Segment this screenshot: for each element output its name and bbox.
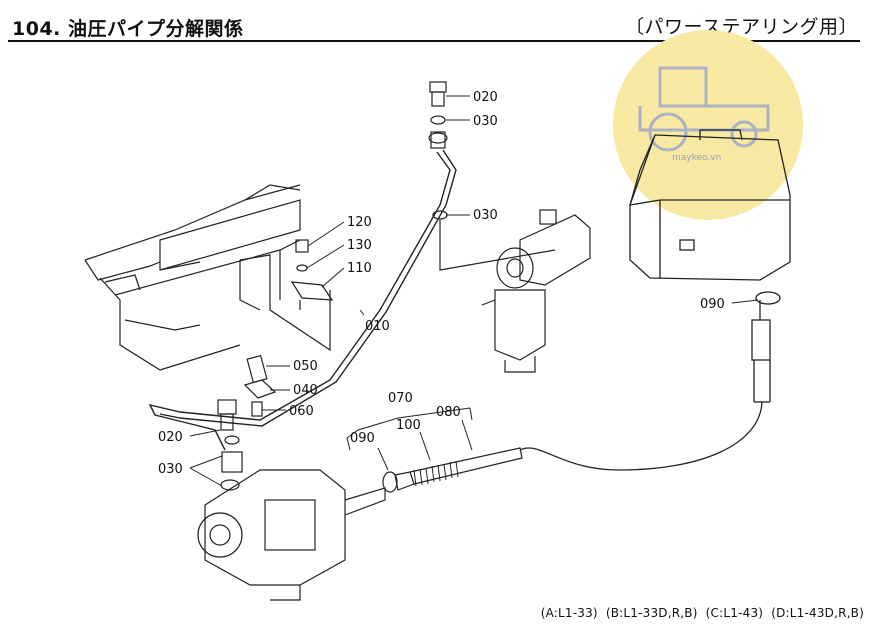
callout-030-top: 030 xyxy=(473,114,498,129)
page-title: 104. 油圧パイプ分解関係 xyxy=(12,18,244,40)
pipe-010 xyxy=(148,149,457,451)
callout-070: 070 xyxy=(388,391,413,406)
callout-050: 050 xyxy=(293,359,318,374)
callout-030-bottom: 030 xyxy=(158,462,183,477)
callout-020-top: 020 xyxy=(473,90,498,105)
washer-top-b xyxy=(428,132,448,144)
washer-top-a xyxy=(430,115,446,125)
suction-hose xyxy=(382,447,523,493)
callout-040: 040 xyxy=(293,383,318,398)
title-rule xyxy=(8,40,860,42)
pipe-clip-assembly xyxy=(243,354,277,417)
model-tag: 〔パワーステアリング用〕 xyxy=(624,16,858,38)
callout-120: 120 xyxy=(347,215,372,230)
model-c: (C:L1-43) xyxy=(705,606,764,620)
applicable-models: (A:L1-33) (B:L1-33D,R,B) (C:L1-43) (D:L1… xyxy=(537,606,864,620)
banjo-bolt-bottom xyxy=(217,399,243,491)
watermark-text: maykeo.vn xyxy=(672,153,721,163)
pump-unit xyxy=(481,209,591,373)
return-hose xyxy=(519,291,781,471)
callout-030-mid: 030 xyxy=(473,208,498,223)
callout-080: 080 xyxy=(436,405,461,420)
washer-bottom-a xyxy=(224,435,240,445)
tractor-icon xyxy=(638,66,770,152)
callout-090-left: 090 xyxy=(350,431,375,446)
model-d: (D:L1-43D,R,B) xyxy=(771,606,864,620)
hose-clamp-left xyxy=(382,471,398,493)
callout-010: 010 xyxy=(365,319,390,334)
hose-spring xyxy=(413,460,459,487)
callout-leaders xyxy=(189,95,759,487)
callout-100: 100 xyxy=(396,418,421,433)
callout-090-right: 090 xyxy=(700,297,725,312)
callout-060: 060 xyxy=(289,404,314,419)
oil-tank xyxy=(629,129,791,281)
callout-130: 130 xyxy=(347,238,372,253)
callout-020-bottom: 020 xyxy=(158,430,183,445)
watermark: maykeo.vn xyxy=(613,30,803,220)
hydraulic-pump xyxy=(197,469,386,601)
clamp-assembly xyxy=(290,239,334,310)
frame-bracket xyxy=(84,184,331,371)
callout-110: 110 xyxy=(347,261,372,276)
model-a: (A:L1-33) xyxy=(540,606,598,620)
banjo-bolt-top xyxy=(428,81,556,271)
model-b: (B:L1-33D,R,B) xyxy=(605,606,698,620)
